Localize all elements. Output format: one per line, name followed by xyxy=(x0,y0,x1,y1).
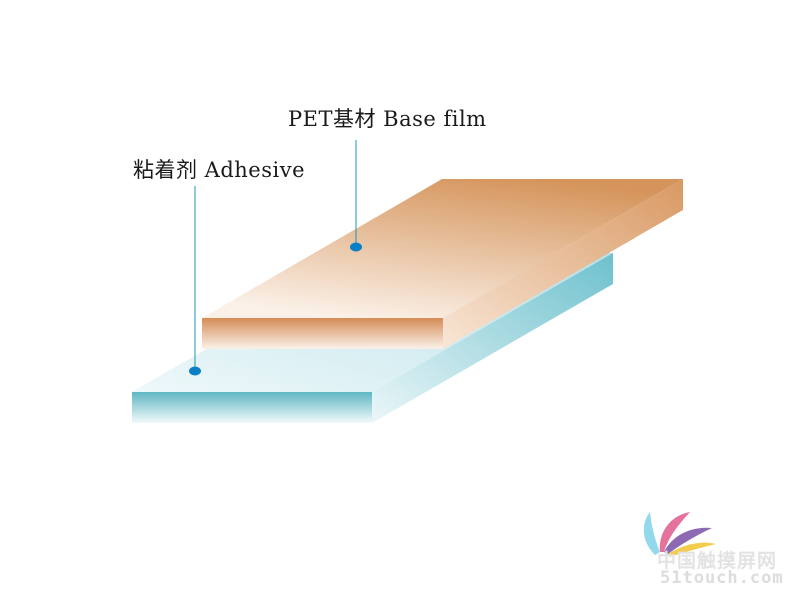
pet-base-film-layer xyxy=(202,179,683,349)
watermark-site-name: 中国触摸屏网 xyxy=(657,550,778,572)
adhesive-layer-side-face xyxy=(372,253,613,423)
pet-film-top-face xyxy=(202,179,683,318)
adhesive-layer-front-face xyxy=(132,392,372,423)
base-film-marker-dot xyxy=(350,242,362,252)
watermark-url: 51touch.com xyxy=(660,568,784,588)
adhesive-label: 粘着剂 Adhesive xyxy=(133,158,306,182)
adhesive-marker-dot xyxy=(189,366,201,376)
base-film-label: PET基材 Base film xyxy=(288,107,487,131)
watermark-logo-icon xyxy=(643,512,716,557)
pet-film-side-face xyxy=(443,179,683,349)
pet-film-front-face xyxy=(202,318,443,349)
